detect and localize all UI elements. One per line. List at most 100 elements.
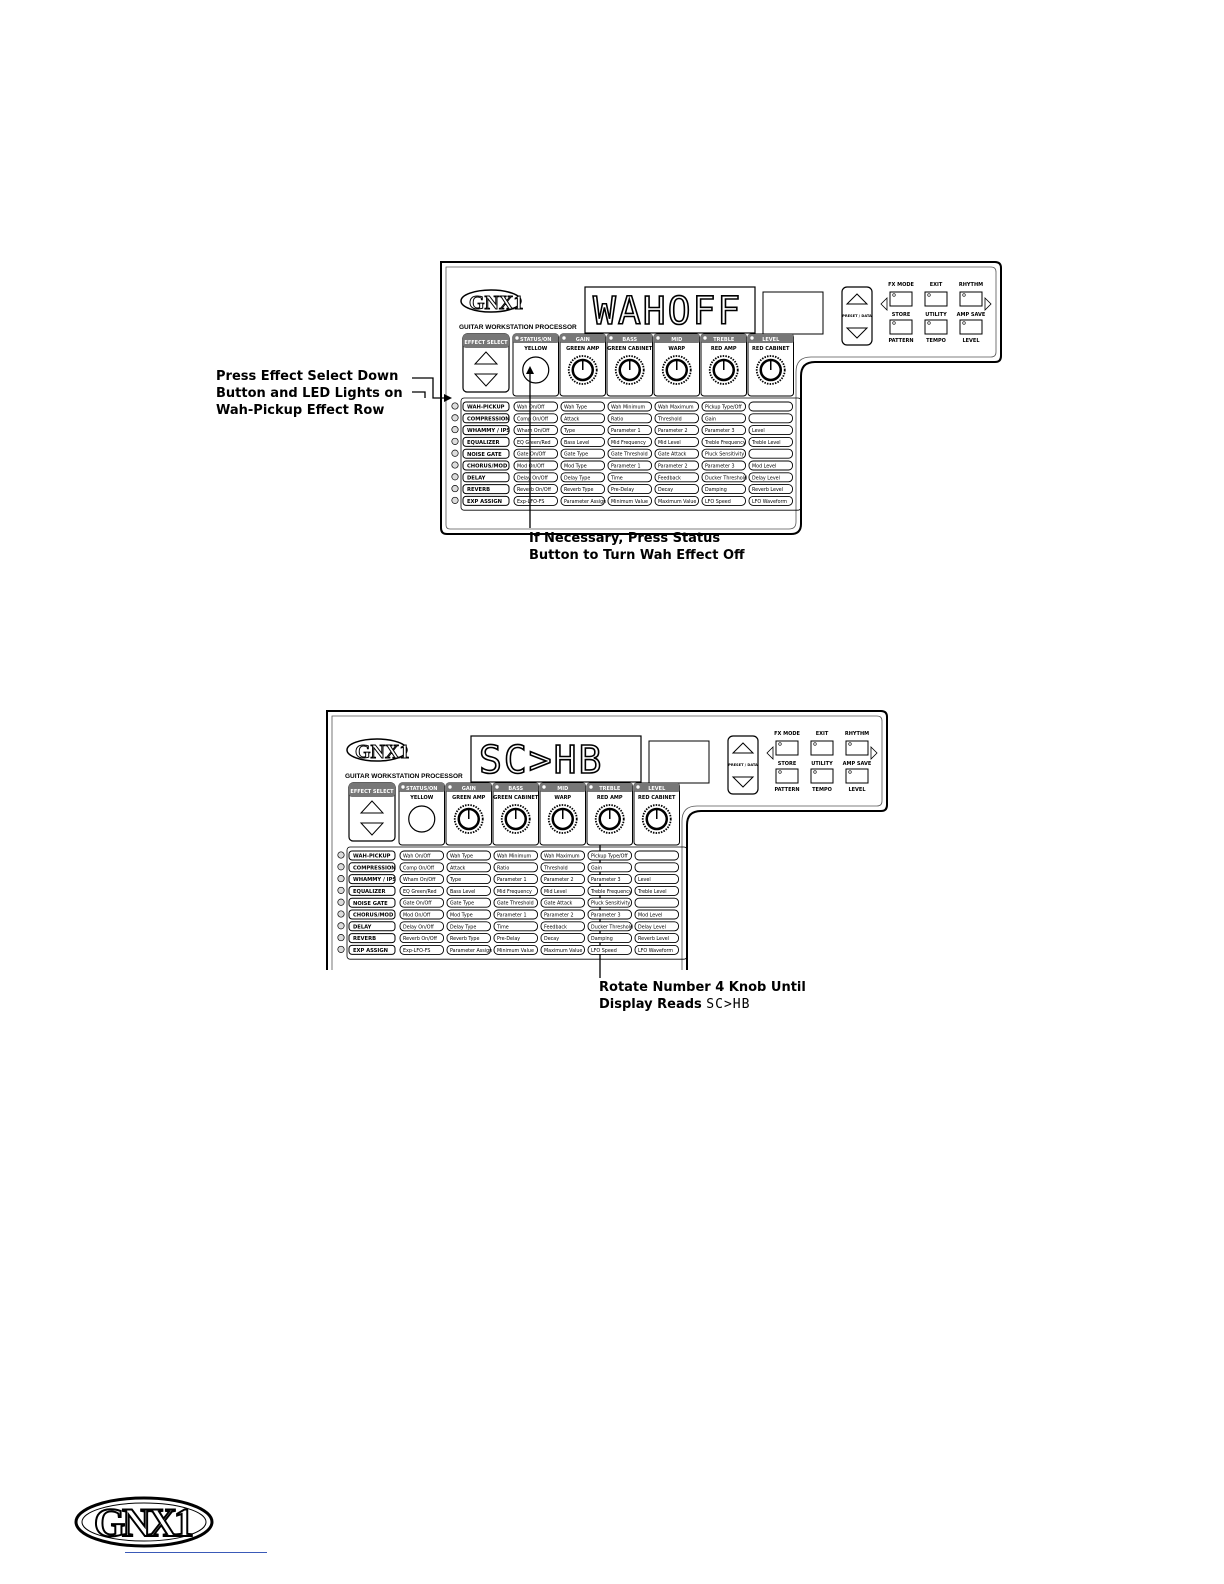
effect-row-led-icon [451,485,459,493]
parameter-label: Parameter Assign [450,948,492,954]
led-icon [562,336,566,340]
parameter-cell [654,436,699,447]
callout-line: Button and LED Lights on [216,386,403,401]
parameter-label: Parameter 1 [497,913,527,919]
arrow-down-icon [845,327,869,339]
parameter-label: Comp On/Off [403,865,435,871]
effect-row-button [462,460,510,471]
parameter-label: Pre-Delay [611,487,634,493]
parameter-cell [540,874,585,885]
effect-row-label: DELAY [353,924,372,930]
parameter-cell [560,495,605,506]
button-label: UTILITY [811,761,833,767]
footer-rule [125,1552,267,1553]
knob-param-label: BASS [622,337,637,343]
callout-line: Rotate Number 4 Knob Until [599,980,806,995]
knob-column-header [399,783,445,792]
parameter-label: Level [638,877,651,883]
knob-color-label: WARP [554,795,571,801]
knob-param-label: STATUS/ON [520,337,551,343]
led-icon [848,742,852,746]
parameter-cell [399,909,444,920]
effect-row-button [462,484,510,495]
parameter-cell [513,495,558,506]
parameter-label: Mid Frequency [611,440,646,446]
parameter-label: Exp-LFO-FS [403,948,430,954]
parameter-cell [513,401,558,412]
parameter-cell [748,425,793,436]
knob-column-header [607,334,653,343]
effect-row-label: CHORUS/MOD [353,913,394,919]
knob-color-label: RED CABINET [752,346,790,352]
effect-select-header [349,783,395,797]
status-button [408,805,436,833]
parameter-cell [654,448,699,459]
parameter-label: Treble Level [751,440,781,446]
knob-param-label: LEVEL [762,337,780,343]
button-label: FX MODE [888,282,914,288]
parameter-label: Parameter 3 [591,877,621,883]
parameter-cell [701,413,746,424]
parameter-cell [748,401,793,412]
main-display [584,286,756,334]
effect-row-label: DELAY [467,475,486,481]
parameter-label: Ducker Threshold [591,924,633,930]
parameter-label: Maximum Value [544,948,582,954]
effect-row-led-icon [451,449,459,457]
parameter-label: Wah On/Off [403,854,431,860]
parameter-cell [513,436,558,447]
led-icon [636,785,640,789]
parameter-label: Maximum Value [658,499,696,505]
effect-row-label: EXP ASSIGN [353,948,388,954]
parameter-label: Wah On/Off [517,405,545,411]
parameter-cell [493,897,538,908]
effect-row-label: WAH-PICKUP [467,405,505,411]
led-icon [813,770,817,774]
parameter-label: Parameter 1 [611,464,641,470]
main-display [470,735,642,783]
parameter-label: Exp-LFO-FS [517,499,544,505]
callout-line: Press Effect Select Down [216,369,399,384]
knob-color-label: GREEN AMP [452,795,486,801]
parameter-label: Delay Level [638,924,666,930]
knob-color-label: GREEN CABINET [607,346,653,352]
parameter-cell [654,401,699,412]
parameter-cell [493,850,538,861]
effect-row-button [348,874,396,885]
parameter-cell [701,401,746,412]
arrow-right-icon [984,297,992,311]
effect-row-label: EQUALIZER [467,440,500,446]
parameter-cell [748,413,793,424]
effect-row-button [462,495,510,506]
panel-inner-outline [331,715,883,970]
effect-select-label: EFFECT SELECT [464,340,508,346]
led-icon [542,785,546,789]
callout-status-button: If Necessary, Press Status Button to Tur… [529,530,745,564]
arrow-down-icon [359,822,385,836]
parameter-cell [513,460,558,471]
button-label: STORE [778,761,797,767]
led-icon [962,321,966,325]
secondary-display [648,740,710,784]
parameter-label: Parameter 3 [591,913,621,919]
knob-column-header [701,334,747,343]
parameter-cell [607,472,652,483]
parameter-label: Pre-Delay [497,936,520,942]
parameter-cell [513,484,558,495]
knob-column-header [654,334,700,343]
knob-color-label: WARP [668,346,685,352]
arrow-up-icon [359,800,385,814]
parameter-label: Comp On/Off [517,416,549,422]
parameter-label: Wah Type [564,405,587,411]
panel-subtitle: GUITAR WORKSTATION PROCESSOR [459,324,577,331]
parameter-label: Pluck Sensitivity [591,901,630,907]
effect-row-button [462,472,510,483]
parameter-cell [399,874,444,885]
gnx1-logo: GNX1 [346,738,410,764]
led-icon [892,293,896,297]
display-text: WAHOFF [593,289,742,333]
knob-param-label: STATUS/ON [406,786,437,792]
parameter-cell [560,401,605,412]
